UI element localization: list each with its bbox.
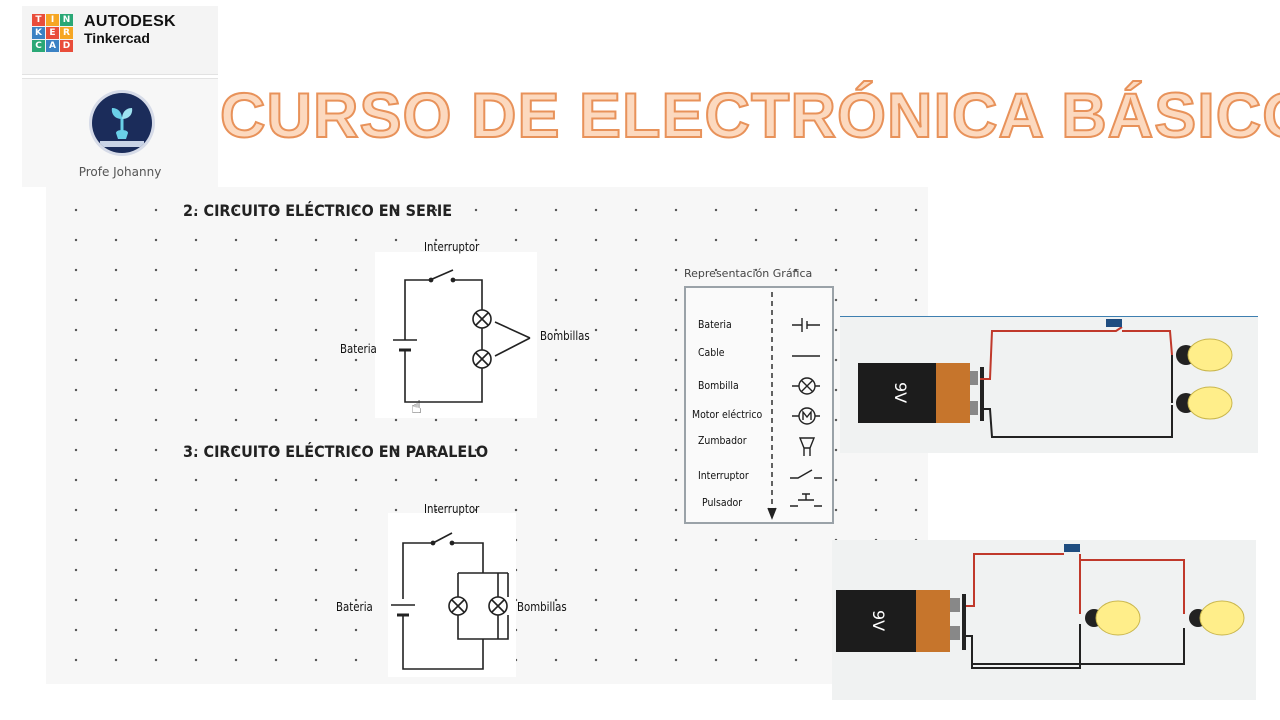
avatar xyxy=(92,93,152,153)
legend-box: Bateria Cable Bombilla Motor eléctrico Z… xyxy=(684,286,834,524)
parallel-simulation xyxy=(836,544,1245,669)
series-simulation-panel[interactable]: 9V xyxy=(840,316,1258,453)
page-title: CURSO DE ELECTRÓNICA BÁSICO xyxy=(219,80,1280,152)
legend-title: Representación Gráfica xyxy=(684,267,813,280)
series-battery-label: Bateria xyxy=(340,342,377,356)
parallel-simulation-panel[interactable]: 9V xyxy=(832,540,1256,700)
parallel-heading: 3. CIRCUITO ELÉCTRICO EN PARALELO xyxy=(183,442,489,461)
series-simulation xyxy=(858,319,1233,438)
hand-cursor-icon: ☝ xyxy=(411,397,422,418)
series-heading: 2. CIRCUITO ELÉCTRICO EN SERIE xyxy=(183,201,453,220)
profile-card: Profe Johanny xyxy=(22,78,218,187)
series-battery-9v-label: 9V xyxy=(891,381,911,404)
parallel-switch-label: Interruptor xyxy=(424,502,480,516)
series-circuit-schematic xyxy=(393,269,531,403)
brand-autodesk: AUTODESK xyxy=(84,13,176,30)
parallel-circuit-schematic xyxy=(391,532,509,670)
legend-symbols xyxy=(767,292,822,520)
profile-name: Profe Johanny xyxy=(78,165,162,179)
legend-item: Bateria xyxy=(698,318,732,331)
brand-tinkercad: Tinkercad xyxy=(84,30,150,46)
legend-item: Bombilla xyxy=(698,379,739,392)
series-diagram xyxy=(375,252,537,418)
parallel-diagram xyxy=(388,513,516,677)
series-bulbs-label: Bombillas xyxy=(540,329,590,343)
legend-item: Cable xyxy=(698,346,725,359)
legend-item: Motor eléctrico xyxy=(692,408,763,421)
legend-item: Interruptor xyxy=(698,469,749,482)
plant-logo-icon xyxy=(93,94,151,152)
series-switch-label: Interruptor xyxy=(424,240,480,254)
legend-item: Pulsador xyxy=(702,496,743,509)
parallel-battery-label: Bateria xyxy=(336,600,373,614)
parallel-bulbs-label: Bombillas xyxy=(517,600,567,614)
parallel-battery-9v-label: 9V xyxy=(869,609,889,632)
legend-item: Zumbador xyxy=(698,434,747,447)
